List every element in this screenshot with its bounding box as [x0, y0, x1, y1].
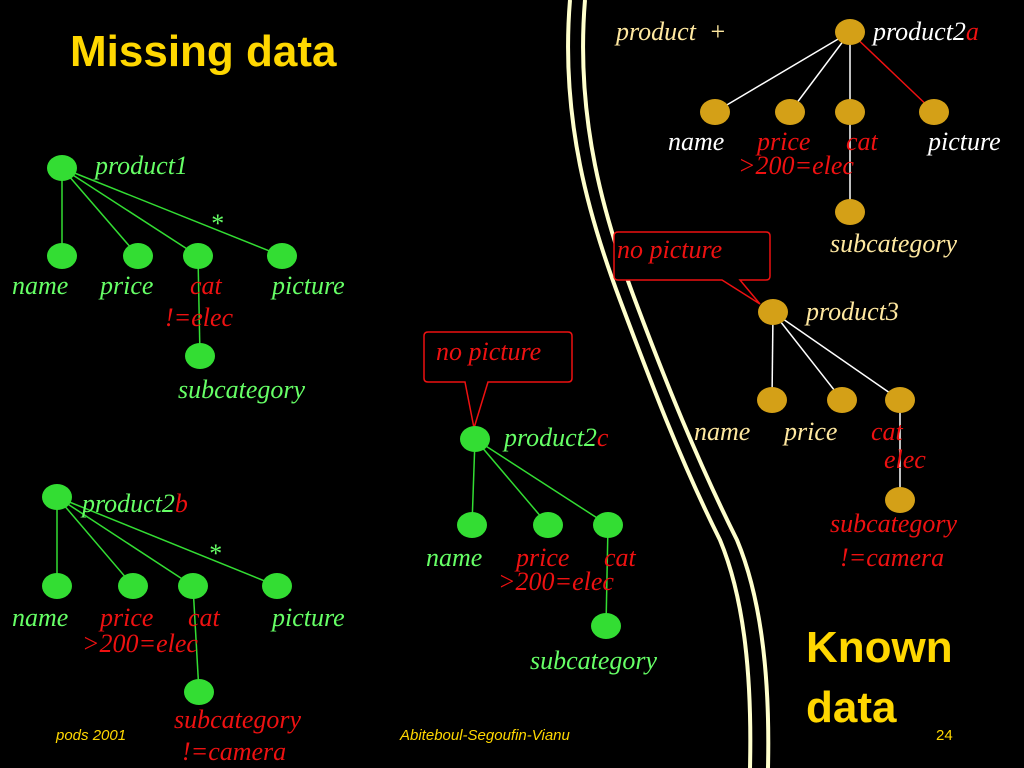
tree-product2b: product2b * name price cat picture >200=… [12, 484, 345, 766]
node-product2c-subcategory [591, 613, 621, 639]
node-product2a-subcategory [835, 199, 865, 225]
node-product2b [42, 484, 72, 510]
label-product2c-cat: cat [604, 543, 637, 572]
node-product2b-picture [262, 573, 292, 599]
callout-product3 [613, 231, 771, 305]
node-product3 [758, 299, 788, 325]
label-product1-name: name [12, 271, 68, 300]
label-product1: product1 [93, 151, 188, 180]
cond-product2c-price: >200 [498, 567, 555, 596]
label-product2c-suffix: c [597, 423, 609, 452]
label-product2a-price: price [755, 127, 810, 156]
node-product2b-price [118, 573, 148, 599]
label-product2c-subcategory: subcategory [530, 646, 658, 675]
tree-product2a: product + product2a name price cat pictu… [614, 17, 1001, 258]
label-product2b-picture: picture [270, 603, 345, 632]
slide-title: Missing data [70, 27, 337, 76]
cond-product2c-cat: =elec [555, 567, 615, 596]
node-product1 [47, 155, 77, 181]
cond-product2b: >200=elec [82, 629, 198, 658]
label-product2a-suffix: a [966, 17, 979, 46]
node-product2a-name [700, 99, 730, 125]
label-product2a-name: name [668, 127, 724, 156]
label-product3-subcategory: subcategory [830, 509, 958, 538]
callout-product3-text: no picture [617, 235, 722, 264]
cond-product2b-sub: !=camera [182, 737, 286, 766]
node-product3-cat [885, 387, 915, 413]
node-product2a-cat [835, 99, 865, 125]
node-product2a-picture [919, 99, 949, 125]
label-product2c-base: product2 [502, 423, 597, 452]
label-product2b-suffix: b [175, 489, 188, 518]
star-product1: * [210, 209, 223, 238]
tree-product1: product1 * name price cat picture !=elec… [12, 151, 345, 404]
node-product2c [460, 426, 490, 452]
label-product2b-name: name [12, 603, 68, 632]
label-product2a-prefix: product + [614, 17, 726, 46]
node-product1-subcategory [185, 343, 215, 369]
label-product3-name: name [694, 417, 750, 446]
label-product2b-subcategory: subcategory [174, 705, 302, 734]
label-product2c-name: name [426, 543, 482, 572]
node-product2c-name [457, 512, 487, 538]
known-data-label-line1: Known [806, 623, 953, 672]
node-product1-price [123, 243, 153, 269]
callout-product2c [423, 331, 573, 429]
node-product1-cat [183, 243, 213, 269]
node-product2c-price [533, 512, 563, 538]
node-product2a-price [775, 99, 805, 125]
label-product2c-price: price [514, 543, 569, 572]
label-product2a-subcategory: subcategory [830, 229, 958, 258]
node-product2a [835, 19, 865, 45]
node-product3-name [757, 387, 787, 413]
node-product1-picture [267, 243, 297, 269]
node-product2b-subcategory [184, 679, 214, 705]
label-product3-price: price [782, 417, 837, 446]
footer-left: pods 2001 [55, 727, 126, 744]
river-divider [566, 0, 771, 768]
cond-product2a-cat: =elec [795, 151, 855, 180]
cond-product2a-price: >200 [738, 151, 795, 180]
label-product1-picture: picture [270, 271, 345, 300]
cond-product3-sub: !=camera [840, 543, 944, 572]
label-product2b: product2b [80, 489, 188, 518]
node-product2b-cat [178, 573, 208, 599]
label-product2c: product2c [502, 423, 609, 452]
label-product2b-base: product2 [80, 489, 175, 518]
label-product2a-picture: picture [926, 127, 1001, 156]
label-product1-cat: cat [190, 271, 223, 300]
node-product2b-name [42, 573, 72, 599]
cond-product2c: >200=elec [498, 567, 614, 596]
cond-product2b-price: >200 [82, 629, 139, 658]
footer-center: Abiteboul-Segoufin-Vianu [399, 727, 571, 744]
node-product2c-cat [593, 512, 623, 538]
label-product1-subcategory: subcategory [178, 375, 306, 404]
star-product2b: * [208, 539, 221, 568]
node-product3-subcategory [885, 487, 915, 513]
callout-product2c-text: no picture [436, 337, 541, 366]
page-number: 24 [936, 727, 953, 744]
known-data-label-line2: data [806, 683, 897, 732]
node-product1-name [47, 243, 77, 269]
label-product3: product3 [804, 297, 899, 326]
label-product2a-base: product2 [871, 17, 966, 46]
label-product1-price: price [98, 271, 153, 300]
label-product2a-cat: cat [846, 127, 879, 156]
cond-product1-cat: !=elec [165, 303, 234, 332]
cond-product2b-cat: =elec [139, 629, 199, 658]
label-product2b-cat: cat [188, 603, 221, 632]
tree-product2c: no picture product2c name price cat >200… [423, 331, 658, 675]
label-product2a: product2a [871, 17, 979, 46]
node-product3-price [827, 387, 857, 413]
cond-product2a: >200=elec [738, 151, 854, 180]
tree-product3: no picture product3 name price cat elec … [613, 231, 958, 572]
cond-product3-cat: elec [884, 445, 926, 474]
label-product3-cat: cat [871, 417, 904, 446]
label-product2b-price: price [98, 603, 153, 632]
